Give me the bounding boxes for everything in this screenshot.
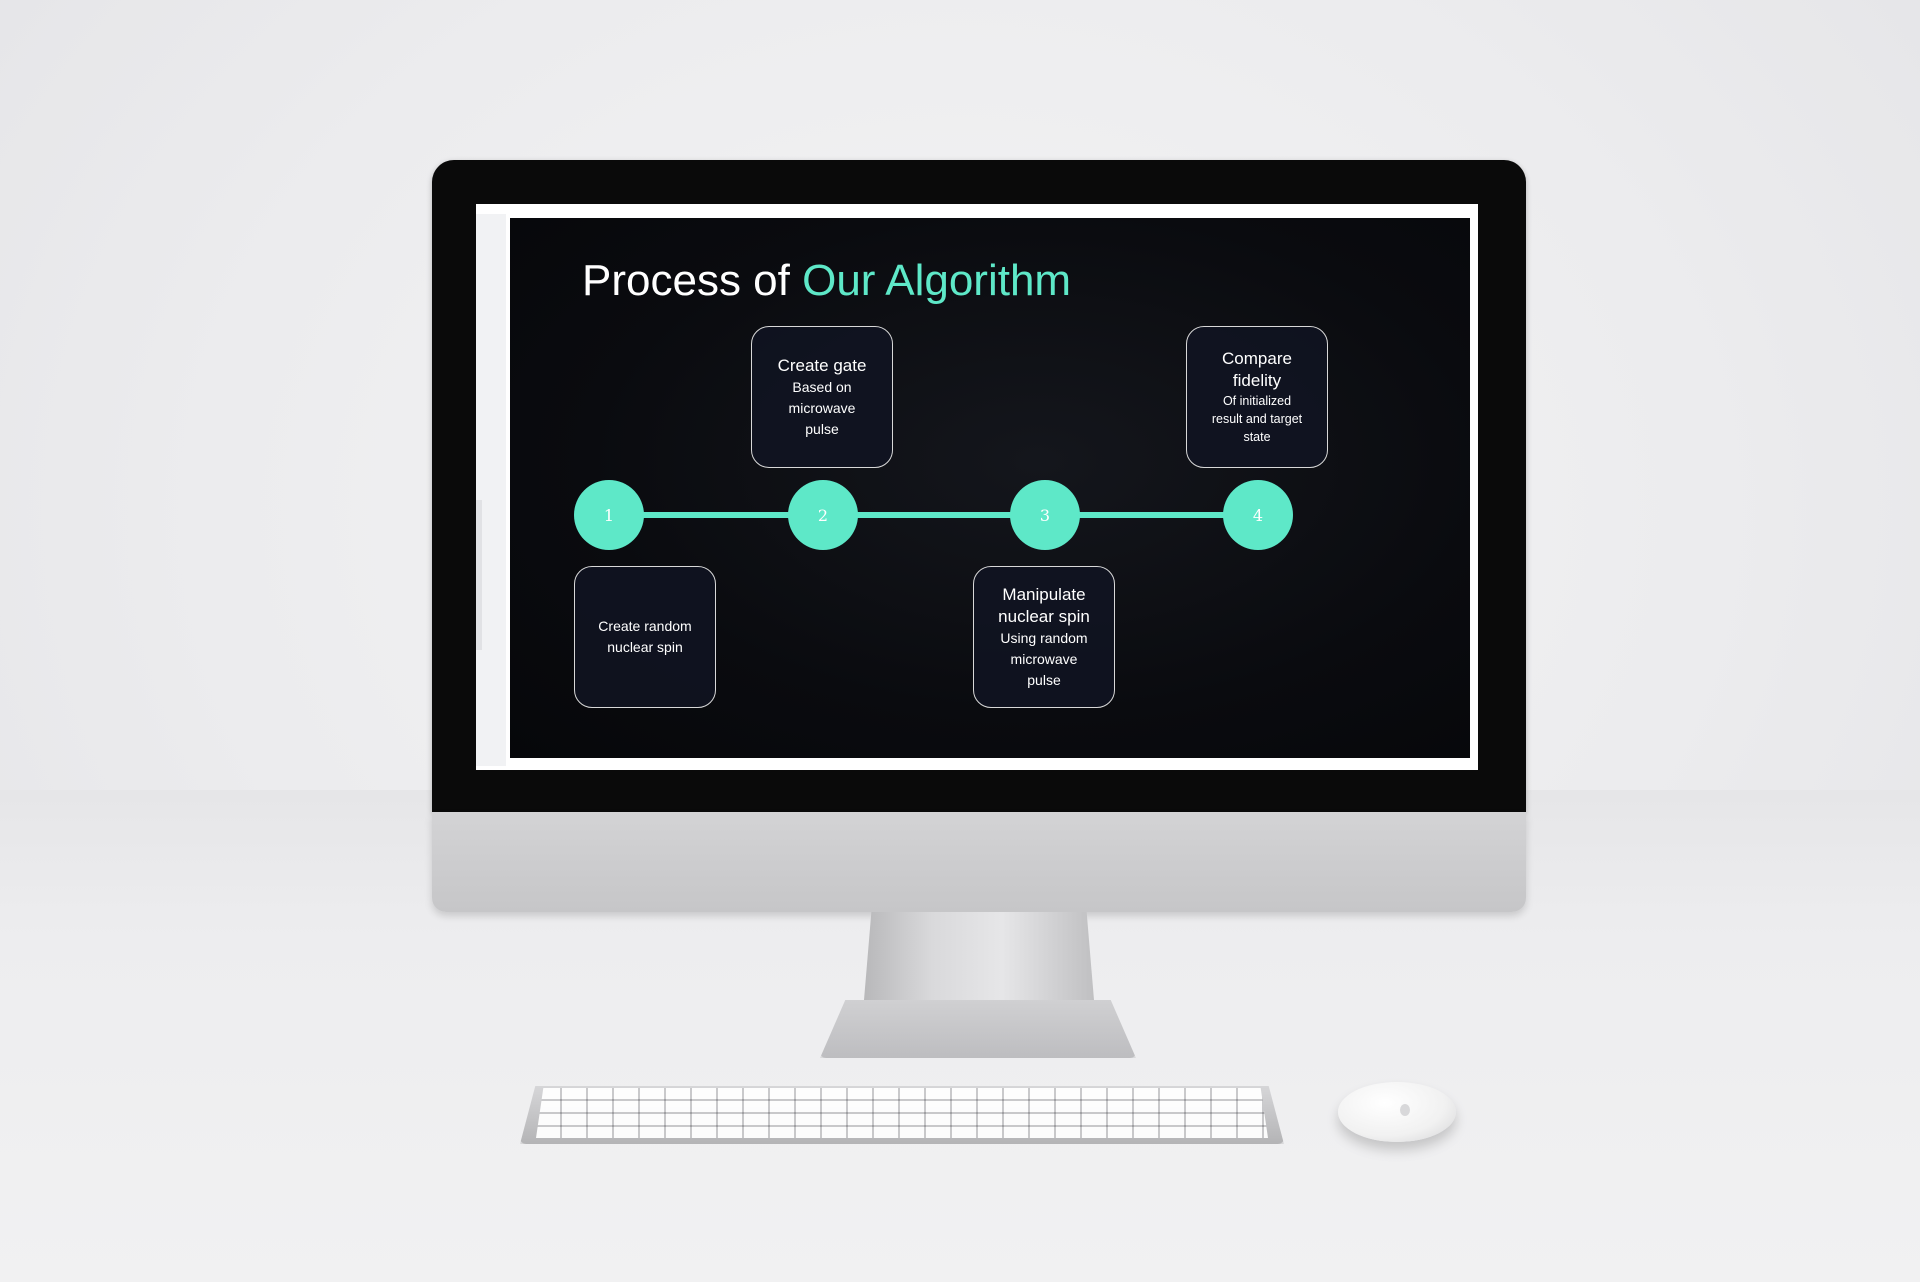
mouse-logo-icon: [1400, 1104, 1410, 1116]
card-text: Based on: [792, 378, 852, 395]
step-card-manipulate-spin: Manipulate nuclear spin Using random mic…: [973, 566, 1115, 708]
card-title: nuclear spin: [998, 606, 1090, 626]
step-card-create-gate: Create gate Based on microwave pulse: [751, 326, 893, 468]
slide-title: Process of Our Algorithm: [582, 256, 1071, 306]
card-title: Create gate: [777, 355, 867, 375]
card-text: pulse: [1027, 671, 1061, 688]
card-text: Of initialized: [1222, 394, 1292, 408]
slide-panel-sidebar[interactable]: [476, 214, 506, 766]
timeline-node-2: 2: [788, 480, 858, 550]
card-text: state: [1243, 430, 1271, 444]
card-text: microwave: [788, 399, 856, 416]
title-accent: Our Algorithm: [802, 256, 1072, 305]
step-card-create-random-spin: Create random nuclear spin: [574, 566, 716, 708]
card-text: Using random: [1000, 629, 1088, 646]
card-text: result and target: [1211, 412, 1303, 426]
card-text: pulse: [805, 420, 839, 437]
card-title: Manipulate: [1002, 584, 1086, 604]
presentation-slide: Process of Our Algorithm 1 2 3 4 Create …: [510, 218, 1470, 758]
card-title: Create random nuclear spin: [598, 618, 692, 655]
card-text: microwave: [1010, 650, 1078, 667]
monitor-stand-foot: [820, 1000, 1136, 1058]
card-title: fidelity: [1232, 371, 1282, 390]
keyboard-keys[interactable]: [536, 1088, 1268, 1138]
monitor-chin: [432, 812, 1526, 912]
timeline-node-1: 1: [574, 480, 644, 550]
timeline-line: [610, 512, 1250, 518]
title-main: Process of: [582, 256, 803, 305]
card-title: Compare: [1222, 349, 1292, 368]
timeline-node-4: 4: [1223, 480, 1293, 550]
mouse[interactable]: [1338, 1082, 1456, 1142]
timeline-node-3: 3: [1010, 480, 1080, 550]
step-card-compare-fidelity: Compare fidelity Of initialized result a…: [1186, 326, 1328, 468]
sidebar-scrollbar[interactable]: [476, 500, 482, 650]
